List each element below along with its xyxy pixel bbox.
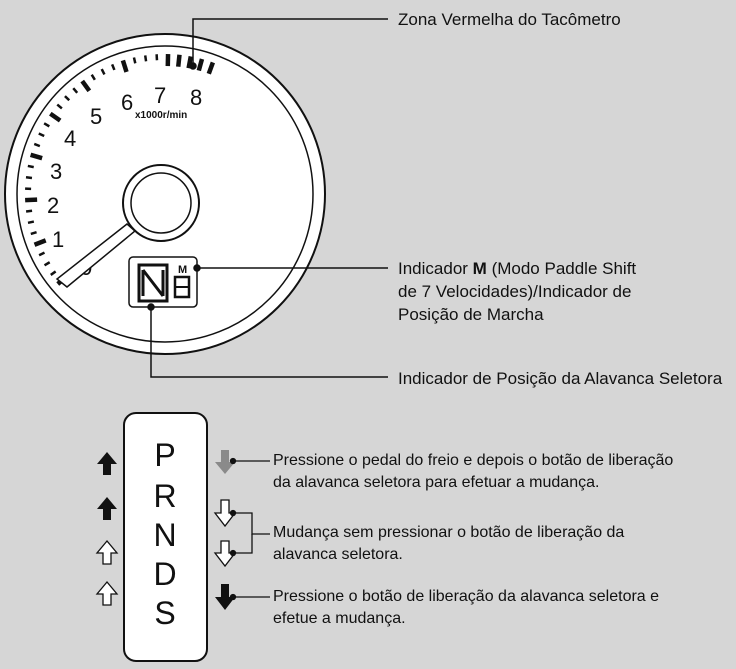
tach-number-2: 2 [47,193,59,218]
dial-tick [30,231,37,236]
tach-number-8: 8 [190,85,202,110]
dial-tick [72,87,79,94]
m-indicator-leader-dot [193,264,201,272]
instruction-leader-2b [233,534,253,554]
gauge-inner-rim [16,45,314,343]
dial-tick [27,164,34,169]
gear-p: P [154,437,175,473]
shift-lever-diagram: P R N D S [123,412,208,662]
tach-number-3: 3 [50,159,62,184]
outline-down-arrow-icon [213,499,237,528]
tach-needle [55,223,137,288]
instruction-1-line1: Pressione o pedal do freio e depois o bo… [273,452,674,469]
down-arrows [213,450,237,610]
instruction-leader-2 [233,512,270,535]
instruction-2-line1: Mudança sem pressionar o botão de libera… [273,524,625,541]
dial-tick [49,111,62,123]
gear-s: S [154,595,175,631]
outline-up-arrow-icon [95,580,119,606]
dial-tick [56,103,63,110]
red-zone-tick [196,58,205,72]
tachometer-gauge: 0 1 2 3 4 5 6 7 8 x1000r/min M [4,33,326,355]
dial-tick [50,270,57,276]
lever-position-label: Indicador de Posição da Alavanca Seletor… [398,369,723,388]
black-up-arrow-icon [97,497,117,520]
lever-position-segment-icon [137,263,169,303]
m-indicator-label-prefix: Indicador [398,259,473,278]
dial-tick [38,132,45,138]
dial-tick [43,261,51,267]
dial-tick [33,238,47,247]
red-zone-leader [192,18,388,66]
lever-position-leader [150,307,388,378]
instruction-3-line1: Pressione o botão de liberação da alavan… [273,588,660,605]
dial-tick [120,59,129,73]
gray-down-arrow-icon [215,450,235,474]
tach-number-7: 7 [154,83,166,108]
shift-gate [123,412,208,662]
tach-unit-label: x1000r/min [135,110,187,121]
dial-tick [27,220,35,225]
instruction-leader-dot [229,509,237,517]
instruction-1-line2: da alavanca seletora para efetuar a muda… [273,474,600,491]
dial-tick [143,55,148,62]
dial-tick [90,74,96,81]
instruction-2-line2: alavanca seletora. [273,546,403,563]
red-zone-leader-dot [189,62,197,70]
black-down-arrow-icon [215,584,235,610]
outline-up-arrow-icon [95,539,119,565]
up-arrows [95,452,119,606]
dial-tick [25,209,33,213]
dial-tick [110,63,116,71]
black-up-arrow-icon [97,452,117,475]
m-indicator-label-bold: M [472,259,487,278]
needle-hub-inner [130,172,192,234]
tach-number-6: 6 [121,90,133,115]
m-indicator-label-suffix: (Modo Paddle Shift [486,259,637,278]
dial-tick [100,68,106,76]
dial-tick [38,251,46,257]
lever-position-leader-dot [147,303,155,311]
m-indicator-label-line2: de 7 Velocidades)/Indicador de [398,282,632,301]
red-zone-tick [176,54,182,67]
tach-number-1: 1 [52,227,64,252]
red-zone-tick [206,61,215,75]
instruction-leader-dot [229,549,237,557]
dial-tick [132,57,137,64]
outline-down-arrow-icon [213,540,237,568]
dial-tick [80,79,92,93]
tach-number-5: 5 [90,104,102,129]
instruction-leader-dot [229,457,237,465]
instruction-3-line2: efetue a mudança. [273,610,406,627]
m-indicator-label: Indicador M (Modo Paddle Shift [398,258,636,279]
m-mode-letter: M [178,264,187,276]
gear-d: D [153,556,176,592]
gear-n: N [153,517,176,553]
instruction-leaders [229,457,270,601]
dial-tick [43,122,50,128]
dial-tick [29,152,43,161]
instruction-leader-dot [229,593,237,601]
red-zone-label: Zona Vermelha do Tacômetro [398,10,621,29]
dial-tick [25,176,33,180]
m-indicator-label-line3: Posição de Marcha [398,305,544,324]
dial-tick [25,197,38,203]
callout-leaders [147,18,388,378]
dial-tick [33,142,41,148]
red-zone-tick [186,55,194,69]
gear-r: R [153,478,176,514]
dial-tick [64,95,71,102]
lever-position-segment-glyph [141,269,165,297]
tach-number-4: 4 [64,126,76,151]
gear-position-display: M [128,256,198,308]
